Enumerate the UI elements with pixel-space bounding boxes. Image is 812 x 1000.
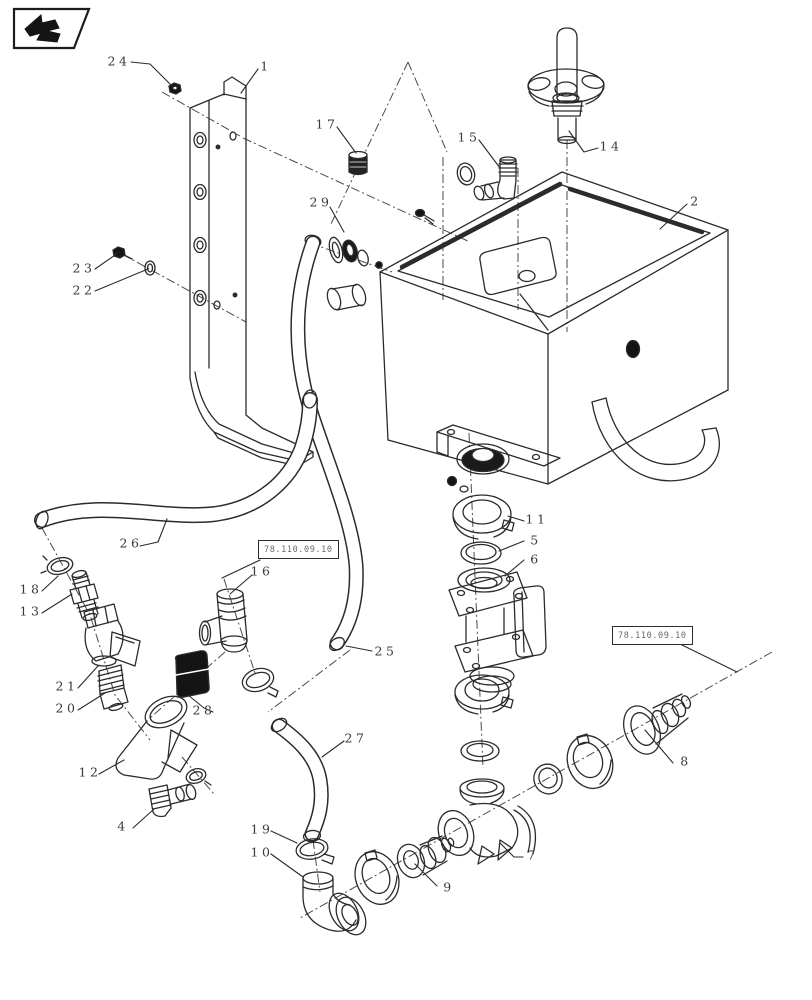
callout-23[interactable]: 23 xyxy=(72,260,96,276)
prev-page-button[interactable] xyxy=(12,7,91,50)
callout-1[interactable]: 1 xyxy=(260,58,272,74)
elbow-4 xyxy=(148,783,197,818)
seal-5 xyxy=(460,541,502,565)
tee-fitting-16 xyxy=(198,588,248,653)
callout-2[interactable]: 2 xyxy=(690,193,702,209)
callout-21[interactable]: 21 xyxy=(55,678,79,694)
hose-26 xyxy=(34,389,318,530)
callout-28[interactable]: 28 xyxy=(192,702,216,718)
callout-9[interactable]: 9 xyxy=(443,879,455,895)
hose-27 xyxy=(270,717,329,843)
lock-ring-below-6 xyxy=(454,674,514,715)
callout-25[interactable]: 25 xyxy=(374,643,398,659)
hose-stub xyxy=(326,283,367,311)
washer-22 xyxy=(144,260,156,276)
callout-4[interactable]: 4 xyxy=(117,818,129,834)
reference-box-left[interactable]: 78.110.09.10 xyxy=(258,540,339,559)
callout-15[interactable]: 15 xyxy=(457,129,481,145)
callout-14[interactable]: 14 xyxy=(599,138,623,154)
axis-lines xyxy=(41,61,773,919)
barb-fitting-8 xyxy=(623,693,692,755)
reference-box-right[interactable]: 78.110.09.10 xyxy=(612,626,693,645)
callout-7[interactable]: 7 xyxy=(527,847,539,863)
callout-6[interactable]: 6 xyxy=(530,551,542,567)
callout-27[interactable]: 27 xyxy=(344,730,368,746)
clamp-18 xyxy=(40,555,74,576)
callout-26[interactable]: 26 xyxy=(119,535,143,551)
callout-19[interactable]: 19 xyxy=(250,821,274,837)
seal-above-7 xyxy=(460,740,500,762)
callout-5[interactable]: 5 xyxy=(530,532,542,548)
leader-lines xyxy=(41,61,738,887)
bolt-23 xyxy=(112,246,133,260)
plug-9 xyxy=(396,835,455,879)
callout-18[interactable]: 18 xyxy=(19,581,43,597)
lock-collar-right xyxy=(566,733,614,790)
elbow-fitting-15 xyxy=(456,156,518,201)
callout-8[interactable]: 8 xyxy=(680,753,692,769)
nipple-28 xyxy=(174,650,210,698)
valve-21 xyxy=(83,603,141,667)
callout-10[interactable]: 10 xyxy=(250,844,274,860)
flange-valve-6 xyxy=(448,567,547,693)
tank xyxy=(379,171,729,493)
clamp-by-16 xyxy=(241,667,279,698)
hose-25 xyxy=(290,235,364,652)
shutoff-valve xyxy=(527,27,605,145)
tee-manifold-7 xyxy=(437,778,537,865)
lock-collar-left xyxy=(354,849,400,905)
callout-12[interactable]: 12 xyxy=(78,764,102,780)
clamp-19 xyxy=(295,838,335,865)
fitting-20 xyxy=(97,664,129,712)
lock-ring-11 xyxy=(452,494,515,540)
callout-17[interactable]: 17 xyxy=(315,116,339,132)
seal-right-of-7 xyxy=(533,763,563,795)
callout-24[interactable]: 24 xyxy=(107,53,131,69)
callout-29[interactable]: 29 xyxy=(309,194,333,210)
mounting-bracket xyxy=(189,76,314,467)
callout-22[interactable]: 22 xyxy=(72,282,96,298)
page-back-arrow-icon xyxy=(24,14,61,43)
fitting-13 xyxy=(69,569,99,622)
elbow-12 xyxy=(115,695,198,780)
grommets-29 xyxy=(304,234,383,269)
callout-20[interactable]: 20 xyxy=(55,700,79,716)
screw xyxy=(414,208,435,225)
plug-17 xyxy=(348,150,368,176)
clamp-above-4 xyxy=(185,768,212,786)
callout-11[interactable]: 11 xyxy=(525,511,549,527)
callout-16[interactable]: 16 xyxy=(250,563,274,579)
elbow-10 xyxy=(302,871,367,936)
callout-13[interactable]: 13 xyxy=(19,603,43,619)
